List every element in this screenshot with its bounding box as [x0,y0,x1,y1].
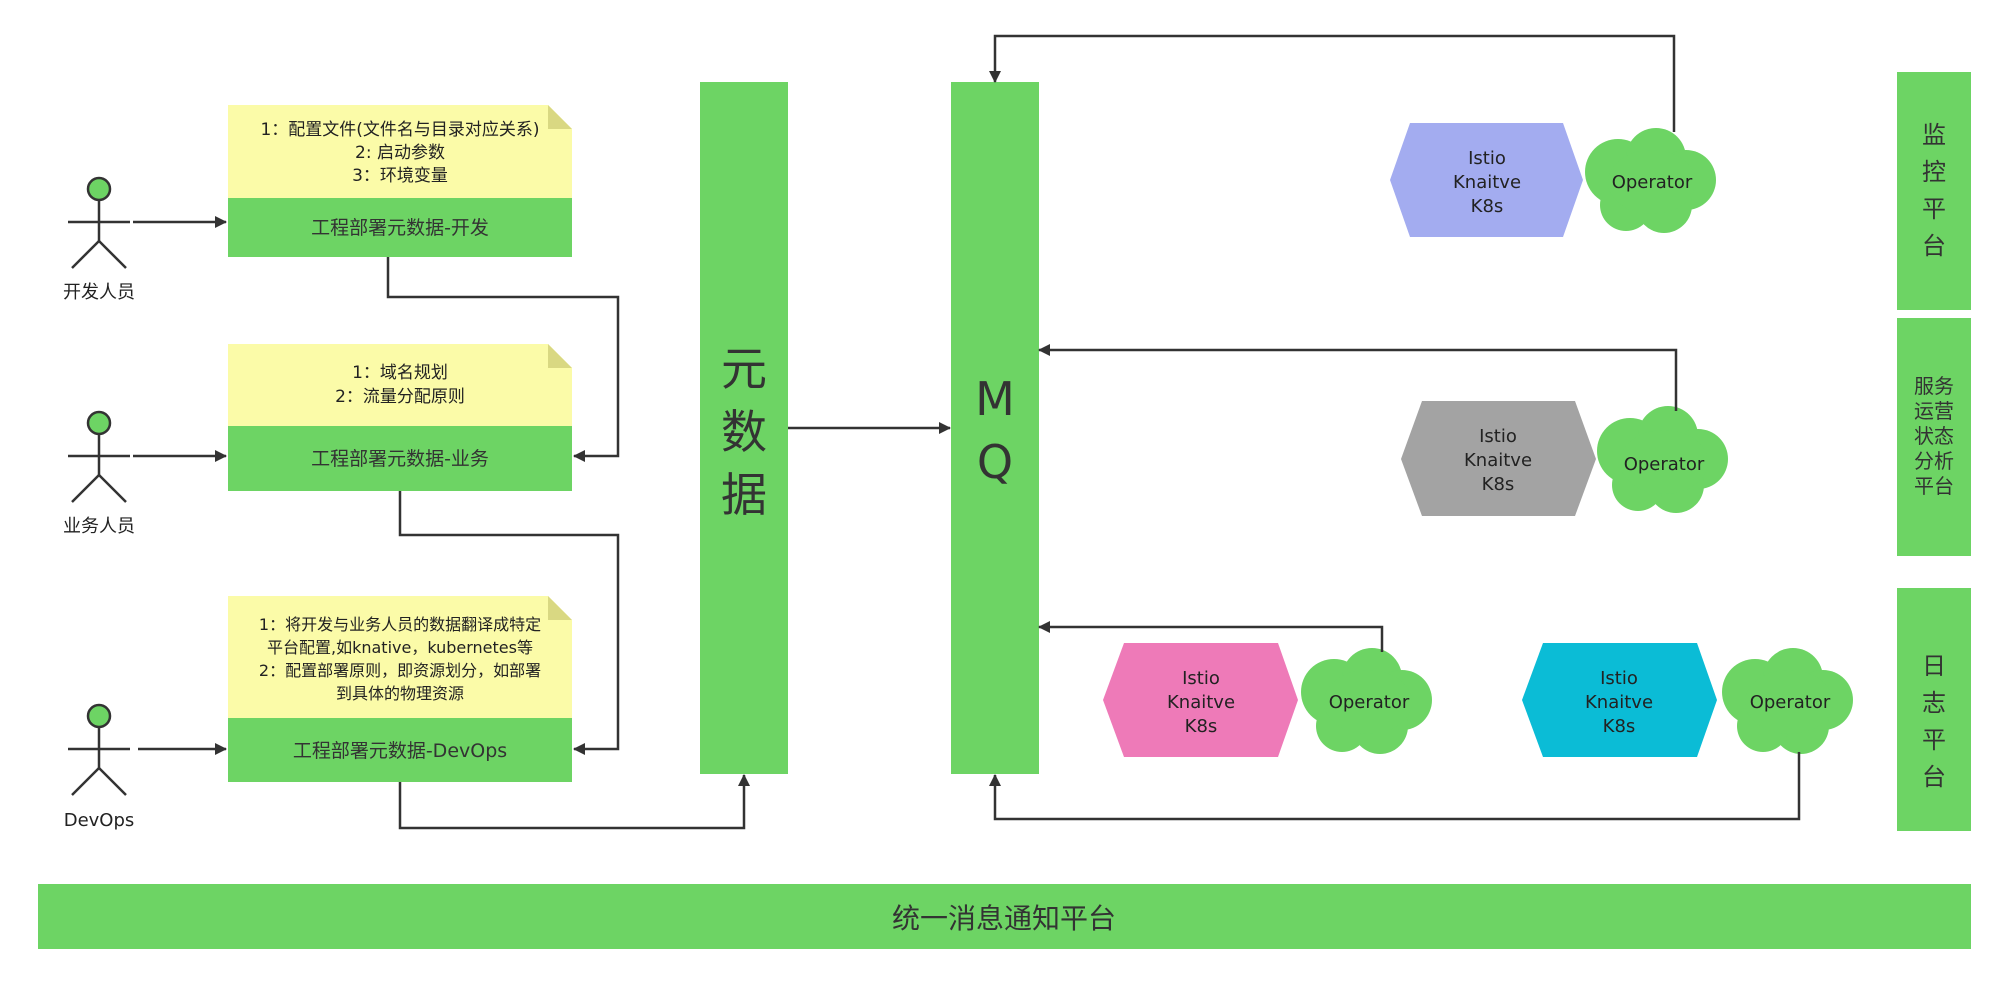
note-developer: 1：配置文件(文件名与目录对应关系) 2: 启动参数 3：环境变量 工程部署元数… [228,105,572,257]
platform-char: 平 [1922,195,1946,223]
platform-char: 台 [1922,763,1946,791]
note-connectors [386,257,750,830]
cluster-line: Knaitve [1585,692,1653,713]
mq-char: M [975,372,1015,426]
platform-char: 状态 [1914,424,1954,448]
note-line: 1：将开发与业务人员的数据翻译成特定 [259,615,541,634]
cluster-line: K8s [1482,474,1515,495]
platform-char: 平台 [1914,474,1954,498]
notification-platform-label: 统一消息通知平台 [892,902,1116,935]
platform-service-analysis: 服务 运营 状态 分析 平台 [1897,318,1971,556]
operator-label: Operator [1329,692,1410,713]
note-line: 2：流量分配原则 [335,387,465,407]
actor-developer: 开发人员 [63,176,135,303]
note-business: 1：域名规划 2：流量分配原则 工程部署元数据-业务 [228,344,572,491]
note-line: 2：配置部署原则，即资源划分，如部署 [259,661,541,680]
platform-char: 控 [1922,158,1946,186]
platform-char: 台 [1922,232,1946,260]
platform-char: 服务 [1914,374,1954,398]
platform-char: 日 [1922,652,1946,680]
note-line: 3：环境变量 [352,166,448,186]
hexagon-shape [1401,401,1596,516]
cluster-line: Knaitve [1464,450,1532,471]
operator-cloud-icon [1585,128,1716,233]
note-line: 2: 启动参数 [355,143,445,163]
metadata-char: 元 [721,342,767,396]
stick-figure-icon [68,176,130,269]
mq-bar: M Q [951,82,1039,774]
note-line: 到具体的物理资源 [336,684,464,703]
actor-arrows [133,216,227,755]
note-devops: 1：将开发与业务人员的数据翻译成特定 平台配置,如knative，kuberne… [228,596,572,782]
cluster-line: Istio [1479,426,1517,447]
note-line: 1：配置文件(文件名与目录对应关系) [260,120,539,140]
actor-label: DevOps [64,810,135,831]
note-title: 工程部署元数据-开发 [311,217,489,239]
cluster-line: K8s [1471,196,1504,217]
operator-cloud-icon [1301,648,1432,754]
hexagon-shape [1522,643,1717,757]
cluster-blue: Istio Knaitve K8s Operator [1390,123,1716,237]
cluster-gray: Istio Knaitve K8s Operator [1401,401,1728,516]
platform-char: 运营 [1914,399,1954,423]
platform-char: 志 [1922,689,1946,717]
platform-char: 监 [1922,121,1946,149]
operator-cloud-icon [1597,406,1728,513]
note-line: 平台配置,如knative，kubernetes等 [267,638,533,657]
cluster-cyan: Istio Knaitve K8s Operator [1522,643,1853,757]
note-title: 工程部署元数据-业务 [311,448,489,470]
platform-char: 平 [1922,726,1946,754]
cluster-pink: Istio Knaitve K8s Operator [1103,643,1432,757]
actor-business: 业务人员 [63,410,135,537]
platform-char: 分析 [1914,449,1954,473]
operator-connectors [989,34,1801,821]
cluster-line: Knaitve [1167,692,1235,713]
cluster-line: Istio [1182,668,1220,689]
actor-label: 开发人员 [63,282,135,303]
mq-char: Q [977,435,1013,489]
cluster-line: K8s [1603,716,1636,737]
operator-label: Operator [1624,454,1705,475]
stick-figure-icon [68,703,130,796]
platform-monitoring: 监 控 平 台 [1897,72,1971,310]
operator-cloud-icon [1722,648,1853,754]
stick-figure-icon [68,410,130,503]
note-title: 工程部署元数据-DevOps [293,740,507,762]
metadata-bar: 元 数 据 [700,82,788,774]
cluster-line: Istio [1600,668,1638,689]
actor-label: 业务人员 [63,516,135,537]
platform-logging: 日 志 平 台 [1897,588,1971,831]
cluster-line: K8s [1185,716,1218,737]
note-line: 1：域名规划 [352,363,448,383]
operator-label: Operator [1750,692,1831,713]
cluster-line: Istio [1468,148,1506,169]
notification-platform-bar: 统一消息通知平台 [38,884,1971,949]
metadata-char: 数 [721,405,767,459]
actor-devops: DevOps [64,703,135,831]
hexagon-shape [1103,643,1298,757]
cluster-line: Knaitve [1453,172,1521,193]
operator-label: Operator [1612,172,1693,193]
hexagon-shape [1390,123,1583,237]
metadata-char: 据 [721,468,767,522]
